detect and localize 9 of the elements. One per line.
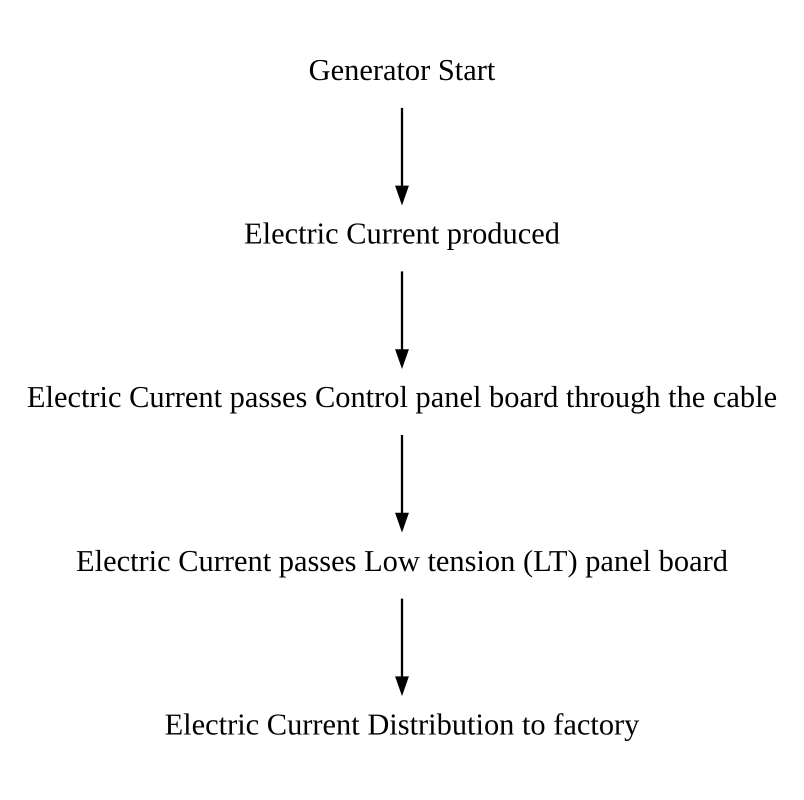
arrow	[395, 435, 409, 533]
node-text: Electric Current passes Control panel board through the cable	[26, 380, 778, 414]
arrow	[395, 108, 409, 206]
node-text: Generator Start	[308, 53, 496, 88]
node-text: Electric Current Distribution to factory	[164, 707, 640, 742]
arrow	[395, 271, 409, 370]
node-text: Electric Current passes Low tension (LT) panel board	[76, 544, 728, 578]
node-text: Electric Current produced	[244, 216, 560, 251]
arrow	[395, 598, 409, 696]
